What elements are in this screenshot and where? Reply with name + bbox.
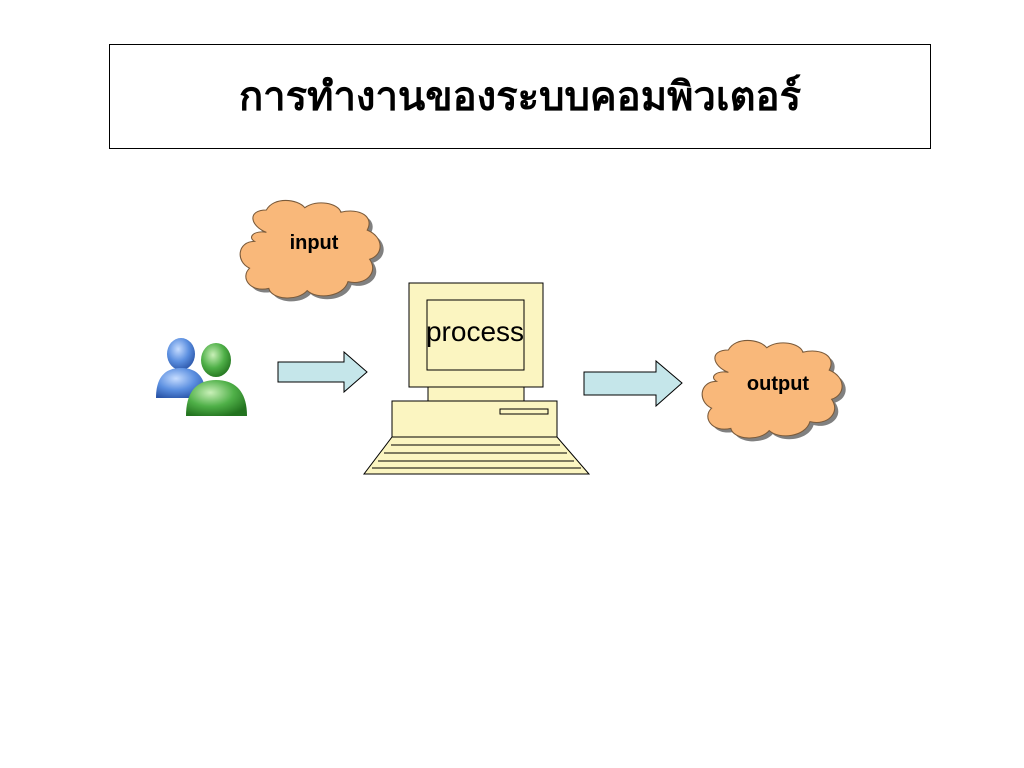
process-label: process [426,316,524,347]
arrow-right-icon [277,350,368,394]
slide-title: การทำงานของระบบคอมพิวเตอร์ [238,72,802,120]
input-label: input [290,232,339,254]
computer-icon [362,282,591,475]
users-icon [156,338,247,416]
arrow-right-icon [583,359,683,408]
output-label: output [747,373,810,395]
title-box: การทำงานของระบบคอมพิวเตอร์ [109,44,931,149]
